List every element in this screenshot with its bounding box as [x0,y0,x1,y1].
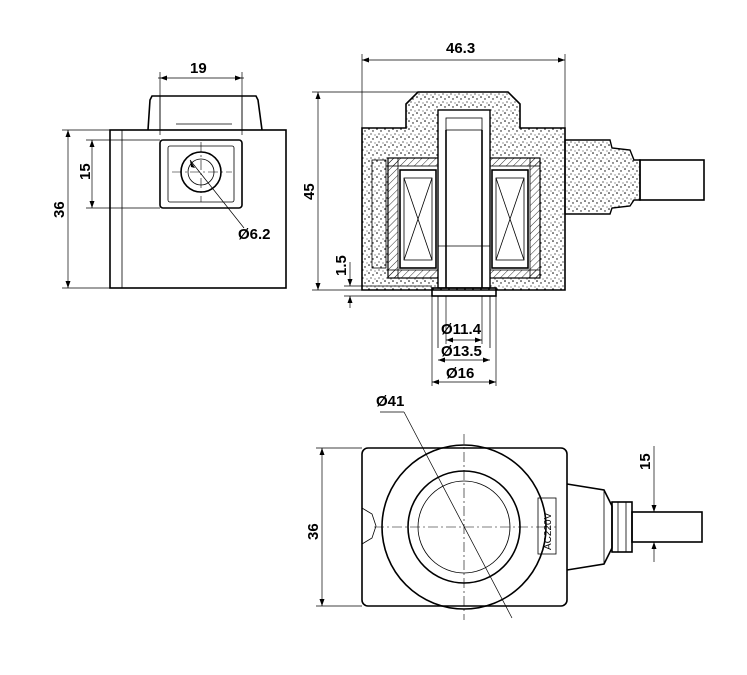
dim-bore-d3: Ø16 [446,365,474,382]
dim-section-width: 46.3 [446,40,475,57]
dim-coil-diameter: Ø41 [376,393,404,410]
dim-cable-height: 15 [637,453,654,470]
section-view [312,54,705,386]
dim-port-height: 15 [77,163,94,180]
dim-body-height: 36 [51,201,68,218]
bottom-view [316,411,703,620]
dim-width-top: 19 [190,60,207,77]
dim-base-offset: 1.5 [333,255,350,276]
front-view [62,72,287,289]
dim-section-height: 45 [301,183,318,200]
dim-bore-d2: Ø13.5 [441,343,482,360]
voltage-marking: AC220V [543,512,554,550]
dim-bottom-height: 36 [305,523,322,540]
dim-port-diameter: Ø6.2 [238,226,271,243]
dim-bore-d1: Ø11.4 [441,321,482,338]
